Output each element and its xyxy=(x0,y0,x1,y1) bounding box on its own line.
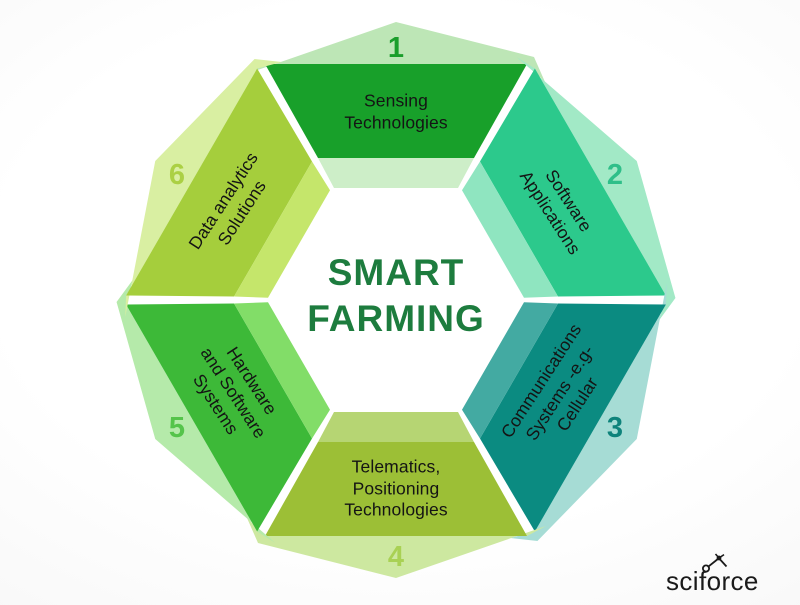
segment-5-number: 5 xyxy=(169,412,185,444)
segment-2-inner-strip xyxy=(461,161,558,298)
segment-4-body xyxy=(265,442,527,536)
segment-6-outer-band xyxy=(125,58,282,317)
segment-4-number: 4 xyxy=(388,541,404,573)
segment-3-outer-band xyxy=(510,283,667,542)
sciforce-logo: sciforce xyxy=(666,553,786,597)
sciforce-logo-text: sciforce xyxy=(666,566,759,596)
segment-6-body xyxy=(126,68,313,297)
segment-6-number: 6 xyxy=(169,159,185,191)
segment-5-outer-band xyxy=(116,279,276,543)
segment-1-inner-strip xyxy=(318,158,474,188)
sciforce-arm-icon xyxy=(702,553,728,573)
segment-1-number: 1 xyxy=(388,32,404,64)
segment-6-shape xyxy=(125,58,331,317)
center-title-line2: FARMING xyxy=(307,298,485,339)
segment-5-body xyxy=(126,303,313,532)
segment-1-body xyxy=(265,64,527,158)
segment-2-outer-band xyxy=(516,57,676,321)
segment-5-shape xyxy=(116,279,331,543)
segment-2-body xyxy=(479,68,666,297)
segment-4-shape xyxy=(247,412,546,578)
segment-4-inner-strip xyxy=(318,412,474,442)
segment-4-outer-band xyxy=(247,518,546,578)
segment-1-outer-band xyxy=(246,22,545,82)
segment-2-shape xyxy=(461,57,676,321)
center-title: SMART FARMING xyxy=(307,250,485,343)
segment-3-body xyxy=(479,303,666,532)
segment-3-shape xyxy=(461,283,667,542)
segment-1-shape xyxy=(246,22,545,188)
segment-6-inner-strip xyxy=(234,161,331,298)
segment-4-label: Telematics, Positioning Technologies xyxy=(344,456,448,520)
segment-3-inner-strip xyxy=(461,302,558,439)
center-title-line1: SMART xyxy=(327,251,465,293)
segment-3-number: 3 xyxy=(607,412,623,444)
segment-5-inner-strip xyxy=(234,302,331,439)
segment-1-label: Sensing Technologies xyxy=(344,90,448,132)
segment-2-number: 2 xyxy=(607,159,623,191)
